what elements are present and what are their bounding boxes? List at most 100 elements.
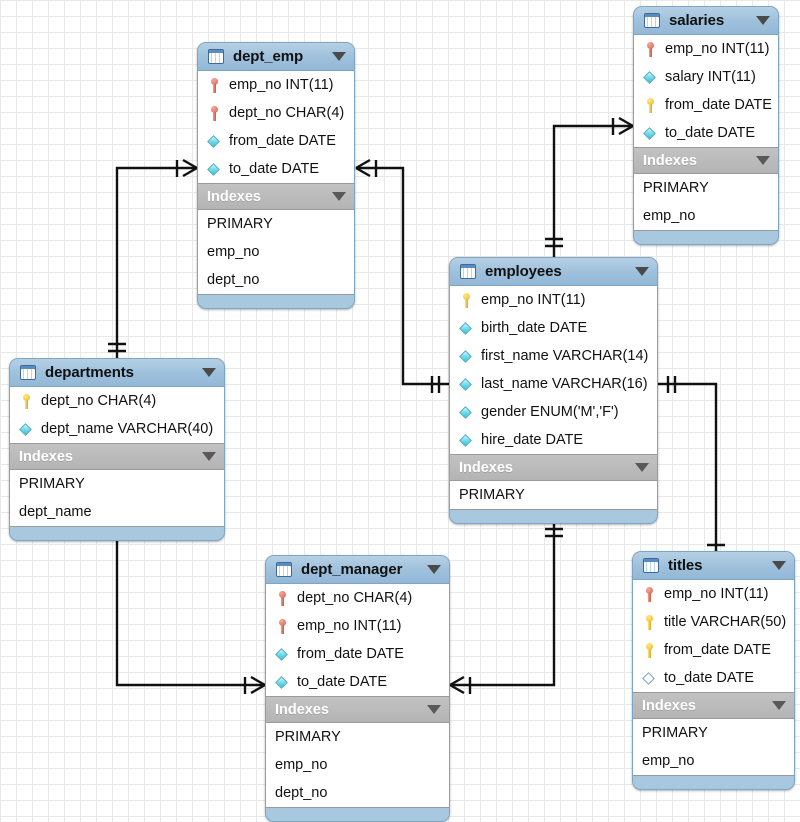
column-label: dept_no CHAR(4) bbox=[41, 393, 157, 409]
table-footer bbox=[450, 510, 657, 523]
diamond-cyan-icon bbox=[459, 376, 474, 393]
indexes-header-departments[interactable]: Indexes bbox=[10, 444, 224, 470]
index-row[interactable]: PRIMARY bbox=[642, 725, 708, 741]
chevron-down-icon[interactable] bbox=[427, 705, 441, 714]
table-icon bbox=[643, 558, 659, 573]
column-row[interactable]: from_date DATE bbox=[266, 640, 449, 668]
chevron-down-icon[interactable] bbox=[332, 192, 346, 201]
column-row[interactable]: dept_no CHAR(4) bbox=[266, 584, 449, 612]
column-list-dept_emp: emp_no INT(11)dept_no CHAR(4)from_date D… bbox=[198, 71, 354, 184]
index-row[interactable]: PRIMARY bbox=[207, 216, 273, 232]
column-row[interactable]: hire_date DATE bbox=[450, 426, 657, 454]
column-row[interactable]: last_name VARCHAR(16) bbox=[450, 370, 657, 398]
index-row[interactable]: dept_name bbox=[19, 504, 92, 520]
index-row[interactable]: PRIMARY bbox=[459, 487, 525, 503]
column-row[interactable]: to_date DATE bbox=[198, 155, 354, 183]
column-row[interactable]: gender ENUM('M','F') bbox=[450, 398, 657, 426]
column-row[interactable]: dept_no CHAR(4) bbox=[198, 99, 354, 127]
index-row[interactable]: PRIMARY bbox=[19, 476, 85, 492]
chevron-down-icon[interactable] bbox=[756, 16, 770, 25]
index-row[interactable]: emp_no bbox=[643, 208, 696, 224]
chevron-down-icon[interactable] bbox=[772, 701, 786, 710]
column-row[interactable]: to_date DATE bbox=[266, 668, 449, 696]
relationship-employees-titles bbox=[658, 376, 726, 566]
chevron-down-icon[interactable] bbox=[202, 368, 216, 377]
table-node-dept_emp[interactable]: dept_emp emp_no INT(11)dept_no CHAR(4)fro… bbox=[197, 42, 355, 309]
index-row[interactable]: PRIMARY bbox=[643, 180, 709, 196]
column-row[interactable]: dept_no CHAR(4) bbox=[10, 387, 224, 415]
table-title: departments bbox=[45, 364, 134, 381]
column-label: from_date DATE bbox=[664, 642, 771, 658]
indexes-header-dept_manager[interactable]: Indexes bbox=[266, 697, 449, 723]
index-row[interactable]: emp_no bbox=[642, 753, 695, 769]
diamond-cyan-icon bbox=[459, 348, 474, 365]
column-row[interactable]: first_name VARCHAR(14) bbox=[450, 342, 657, 370]
chevron-down-icon[interactable] bbox=[772, 561, 786, 570]
column-list-departments: dept_no CHAR(4) dept_name VARCHAR(40) bbox=[10, 387, 224, 444]
column-list-dept_manager: dept_no CHAR(4) emp_no INT(11)from_date D… bbox=[266, 584, 449, 697]
chevron-down-icon[interactable] bbox=[427, 565, 441, 574]
diamond-cyan-icon bbox=[643, 69, 658, 86]
column-row[interactable]: from_date DATE bbox=[634, 91, 778, 119]
table-icon bbox=[208, 49, 224, 64]
indexes-header-salaries[interactable]: Indexes bbox=[634, 148, 778, 174]
table-title: dept_emp bbox=[233, 48, 304, 65]
chevron-down-icon[interactable] bbox=[635, 267, 649, 276]
column-list-salaries: emp_no INT(11)salary INT(11) from_date DA… bbox=[634, 35, 778, 148]
indexes-header-dept_emp[interactable]: Indexes bbox=[198, 184, 354, 210]
chevron-down-icon[interactable] bbox=[635, 463, 649, 472]
relationship-employees-dept_manager bbox=[449, 522, 563, 695]
column-row[interactable]: emp_no INT(11) bbox=[633, 580, 794, 608]
index-row[interactable]: emp_no bbox=[275, 757, 328, 773]
column-row[interactable]: birth_date DATE bbox=[450, 314, 657, 342]
column-row[interactable]: to_date DATE bbox=[633, 664, 794, 692]
column-list-titles: emp_no INT(11) title VARCHAR(50) from_date… bbox=[633, 580, 794, 693]
table-node-dept_manager[interactable]: dept_manager dept_no CHAR(4) emp_no INT(11… bbox=[265, 555, 450, 822]
table-icon bbox=[644, 13, 660, 28]
column-row[interactable]: from_date DATE bbox=[198, 127, 354, 155]
key-yellow-icon bbox=[643, 97, 658, 114]
column-row[interactable]: title VARCHAR(50) bbox=[633, 608, 794, 636]
diamond-cyan-icon bbox=[459, 432, 474, 449]
table-node-departments[interactable]: departments dept_no CHAR(4) dept_name VARC… bbox=[9, 358, 225, 541]
column-row[interactable]: emp_no INT(11) bbox=[198, 71, 354, 99]
table-header-salaries[interactable]: salaries bbox=[634, 7, 778, 35]
chevron-down-icon[interactable] bbox=[756, 156, 770, 165]
table-header-employees[interactable]: employees bbox=[450, 258, 657, 286]
indexes-header-employees[interactable]: Indexes bbox=[450, 455, 657, 481]
column-row[interactable]: emp_no INT(11) bbox=[634, 35, 778, 63]
table-header-dept_emp[interactable]: dept_emp bbox=[198, 43, 354, 71]
column-row[interactable]: dept_name VARCHAR(40) bbox=[10, 415, 224, 443]
index-list-employees: PRIMARY bbox=[450, 481, 657, 510]
column-row[interactable]: to_date DATE bbox=[634, 119, 778, 147]
column-row[interactable]: salary INT(11) bbox=[634, 63, 778, 91]
chevron-down-icon[interactable] bbox=[332, 52, 346, 61]
table-header-dept_manager[interactable]: dept_manager bbox=[266, 556, 449, 584]
index-row[interactable]: PRIMARY bbox=[275, 729, 341, 745]
column-row[interactable]: emp_no INT(11) bbox=[266, 612, 449, 640]
index-row[interactable]: emp_no bbox=[207, 244, 260, 260]
chevron-down-icon[interactable] bbox=[202, 452, 216, 461]
index-list-titles: PRIMARY emp_no bbox=[633, 719, 794, 776]
column-label: title VARCHAR(50) bbox=[664, 614, 787, 630]
diamond-cyan-icon bbox=[275, 646, 290, 663]
column-row[interactable]: from_date DATE bbox=[633, 636, 794, 664]
column-label: to_date DATE bbox=[229, 161, 320, 177]
index-row[interactable]: dept_no bbox=[275, 785, 328, 801]
index-list-dept_emp: PRIMARY emp_no dept_no bbox=[198, 210, 354, 295]
table-title: employees bbox=[485, 263, 562, 280]
index-row[interactable]: dept_no bbox=[207, 272, 260, 288]
column-row[interactable]: emp_no INT(11) bbox=[450, 286, 657, 314]
table-header-departments[interactable]: departments bbox=[10, 359, 224, 387]
column-label: dept_no CHAR(4) bbox=[297, 590, 413, 606]
table-footer bbox=[633, 776, 794, 789]
column-label: from_date DATE bbox=[665, 97, 772, 113]
indexes-header-titles[interactable]: Indexes bbox=[633, 693, 794, 719]
table-header-titles[interactable]: titles bbox=[633, 552, 794, 580]
column-label: hire_date DATE bbox=[481, 432, 584, 448]
